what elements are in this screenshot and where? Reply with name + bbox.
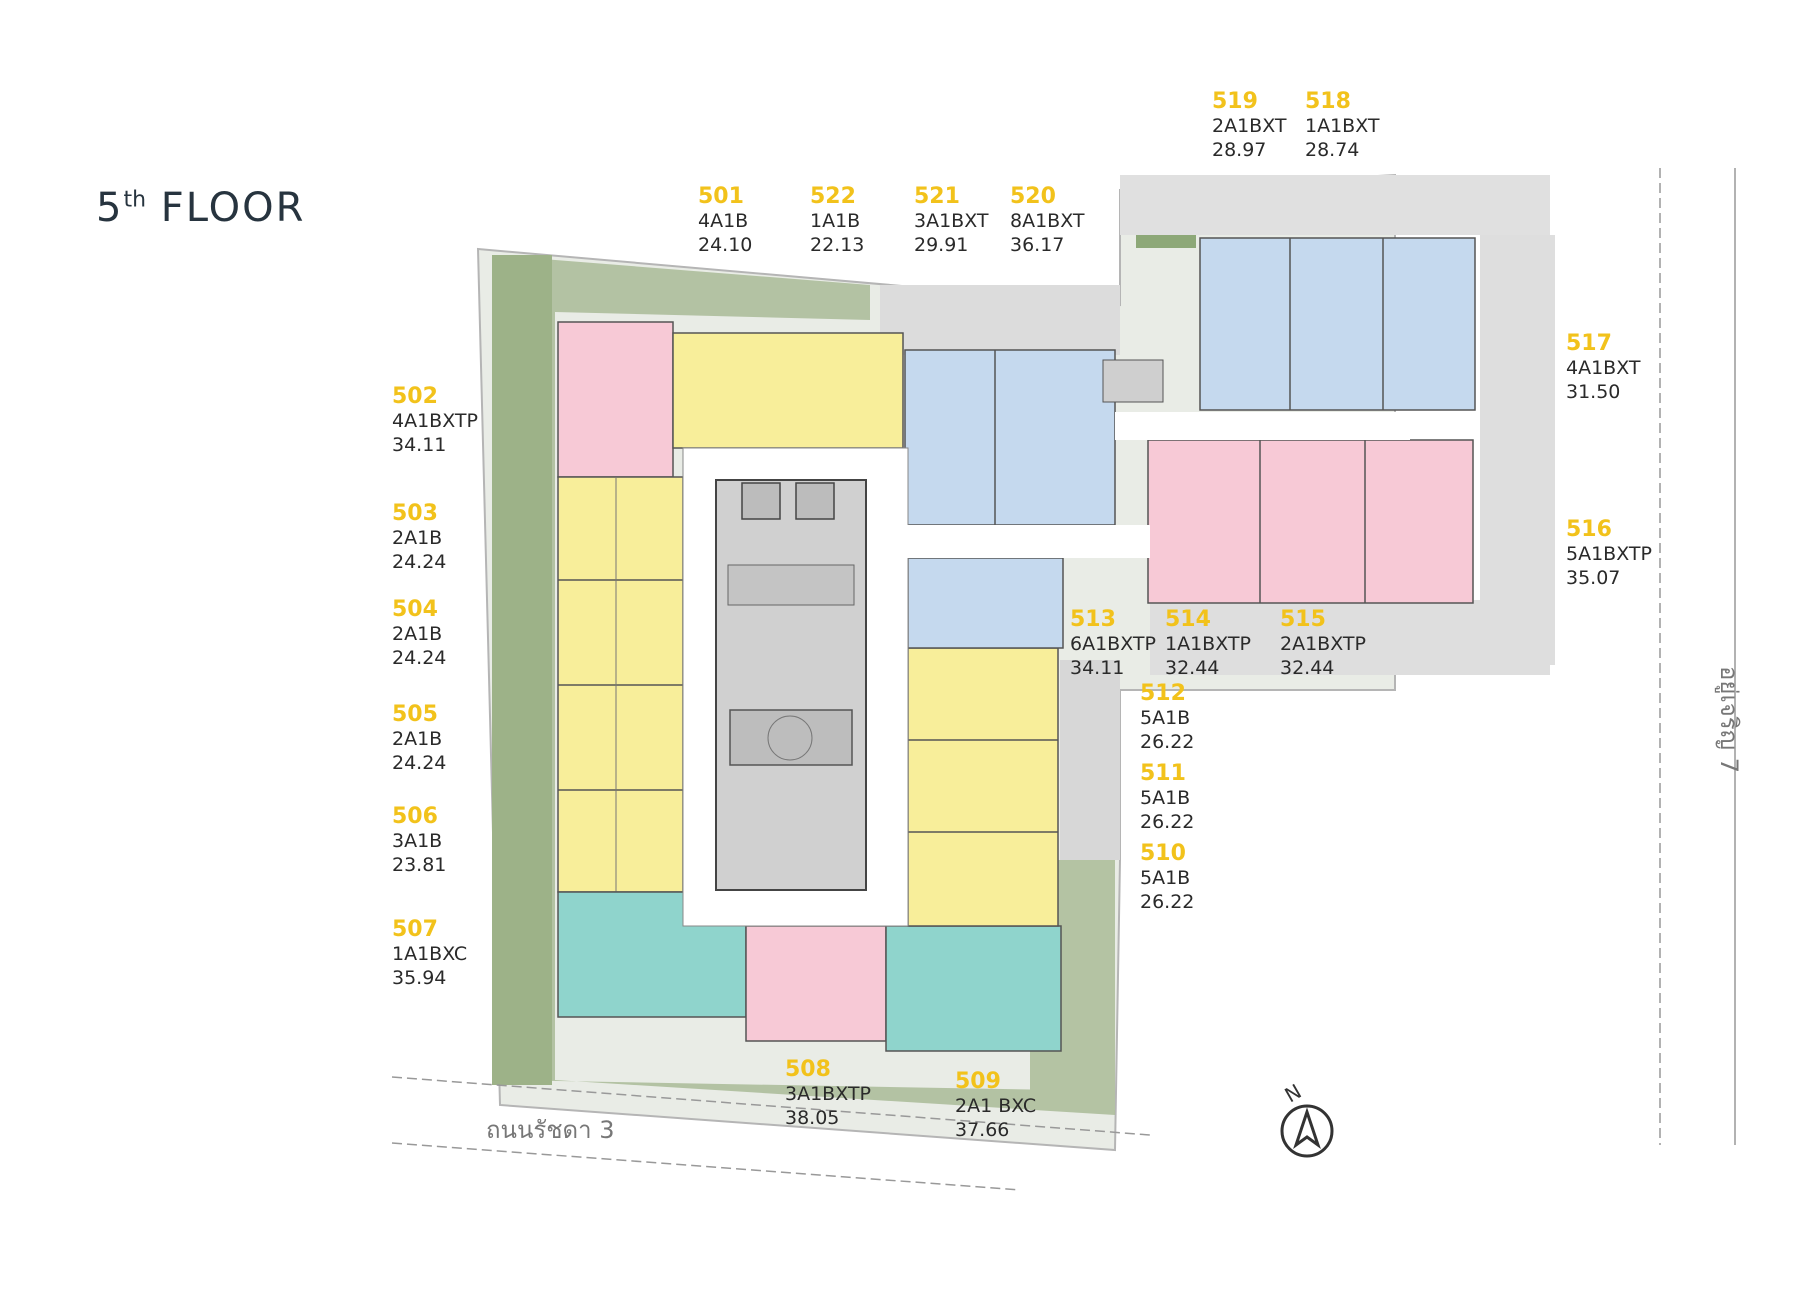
core	[715, 479, 867, 891]
road-label-bottom: ถนนรัชดา 3	[486, 1116, 615, 1144]
parking-top	[880, 285, 1120, 355]
unit-510-512[interactable]	[907, 647, 1059, 927]
stair-right	[1102, 359, 1164, 403]
unit-514-516[interactable]	[1147, 439, 1474, 604]
road-label-right: อยู่เจริญ 7	[1714, 666, 1743, 773]
building	[557, 237, 1476, 1052]
corridor-mid	[905, 525, 1150, 558]
unit-513[interactable]	[907, 557, 1064, 649]
parking-mid	[1060, 660, 1120, 860]
unit-509[interactable]	[885, 925, 1062, 1052]
garden-left	[492, 255, 1115, 1115]
unit-517-519[interactable]	[1199, 237, 1476, 411]
lift-1	[741, 482, 781, 520]
parking-top-right	[1120, 175, 1550, 235]
unit-502[interactable]	[557, 321, 674, 478]
unit-501-522[interactable]	[672, 332, 904, 449]
compass-letter: N	[1281, 1079, 1306, 1107]
garden-strip	[492, 255, 552, 1085]
stair	[727, 564, 855, 606]
void-bridge	[729, 709, 853, 766]
roads	[391, 168, 1736, 1191]
unit-520-521[interactable]	[904, 349, 1116, 526]
parking-bottom-right	[1150, 600, 1550, 675]
page-title: 5th FLOOR	[96, 185, 306, 231]
parking-right	[1480, 235, 1555, 665]
corridor-right	[1115, 412, 1410, 440]
north-compass-icon: N	[1280, 1079, 1334, 1158]
unit-508[interactable]	[745, 925, 887, 1042]
lift-2	[795, 482, 835, 520]
parking-area	[880, 175, 1555, 860]
